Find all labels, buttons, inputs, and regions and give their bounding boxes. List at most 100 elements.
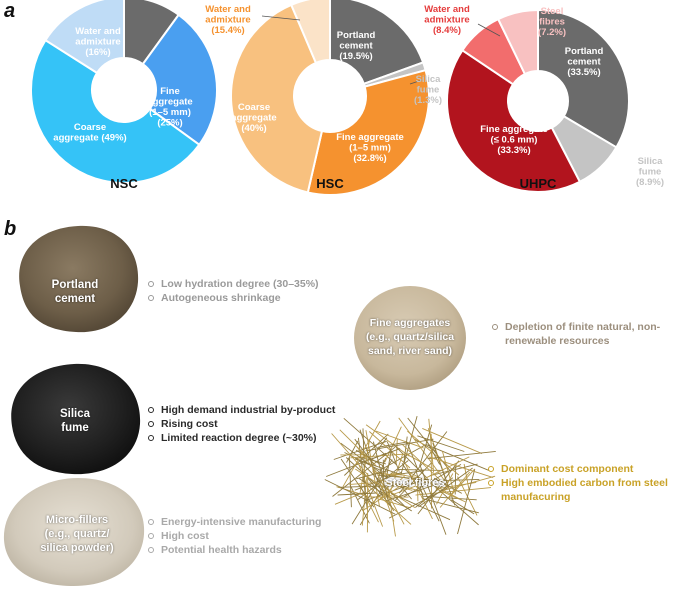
steel-fibre-strand [359,429,384,497]
label-micro-fillers: Micro-fillers (e.g., quartz/ silica powd… [40,514,114,554]
callout-line [409,79,423,85]
steel-fibre-strand [377,474,405,525]
slice-label-fine-aggregate: Fine aggregate(≤ 0.6 mm)(33.3%) [480,124,548,156]
silica-fume-pile [11,363,141,475]
chart-title-hsc: HSC [316,176,344,191]
slice-coarse-aggregate [230,3,324,194]
label-steel-fibres: Steel fibres [385,477,445,489]
bullets-silica-fume: High demand industrial by-product Rising… [148,403,348,445]
bullet-item: Rising cost [148,417,348,431]
steel-fibre-strand [368,431,411,469]
steel-fibre-strand [457,468,476,535]
steel-fibre-strand [343,417,397,466]
steel-fibre-strand [380,485,395,522]
slice-water-and-admixture [44,0,125,75]
steel-fibre-strand [390,492,451,521]
bullet-item: Limited reaction degree (~30%) [148,431,348,445]
steel-fibre-strand [372,441,389,499]
steel-fibre-strand [386,441,400,472]
steel-fibre-strand [402,444,450,490]
slice-coarse-aggregate [30,38,201,185]
callout-line [477,23,501,37]
steel-fibre-strand [351,459,393,525]
steel-fibre-strand [436,473,454,505]
slice-water-and-admixture [289,0,331,65]
steel-fibre-strand [365,424,410,457]
bullet-item: High embodied carbon from steel manufacu… [488,476,680,504]
steel-fibre-strand [451,499,475,515]
steel-fibre-strand [349,484,370,524]
bullet-item: Depletion of finite natural, non-renewab… [492,320,678,348]
steel-fibre-strand [396,480,412,500]
steel-fibres-tangle [324,415,496,537]
chart-title-nsc: NSC [110,176,138,191]
bullet-item: High cost [148,529,348,543]
steel-fibre-strand [406,442,419,470]
steel-fibre-strand [349,482,374,485]
label-silica-fume: Silica fume [59,408,91,434]
steel-fibre-strand [395,438,398,465]
steel-fibre-strand [394,462,433,502]
portland-cement-pile [19,225,139,333]
steel-fibre-strand [417,460,460,515]
bullet-item: Low hydration degree (30–35%) [148,277,338,291]
steel-fibre-strand [394,445,428,479]
bullets-fine-aggregates: Depletion of finite natural, non-renewab… [492,320,678,348]
steel-fibre-strand [424,438,441,465]
slice-portland-cement [537,8,630,149]
steel-fibre-strand [403,436,408,464]
steel-fibre-strand [405,464,433,520]
slice-label-fine-aggregate: Fine aggregate(1–5 mm)(32.8%) [336,132,404,164]
steel-fibre-strand [379,498,411,509]
bullet-item: Dominant cost component [488,462,680,476]
steel-fibre-strand [418,467,473,508]
micro-fillers-pile [3,478,145,586]
steel-fibre-strand [356,457,405,507]
steel-fibre-strand [356,446,378,474]
bullets-portland-cement: Low hydration degree (30–35%) Autogeneou… [148,277,338,305]
callout-line [261,15,301,21]
slice-fine-aggregate [141,13,218,147]
steel-fibre-strand [377,441,407,448]
steel-fibre-strand [427,450,496,460]
steel-fibre-strand [435,481,477,490]
steel-fibre-strand [365,438,434,452]
steel-fibre-strand [415,469,424,499]
steel-fibre-strand [386,451,392,477]
steel-fibre-strand [358,456,386,465]
steel-fibre-strand [337,492,377,496]
slice-fine-aggregate [446,48,582,193]
steel-fibre-strand [398,468,443,471]
panel-a-letter: a [4,0,16,22]
steel-fibre-strand [355,449,385,467]
steel-fibre-strand [378,475,405,501]
steel-fibre-strand [429,463,478,477]
panel-b-letter: b [4,218,17,240]
bullet-item: Autogeneous shrinkage [148,291,338,305]
steel-fibre-strand [428,456,494,479]
steel-fibre-strand [385,483,439,502]
steel-fibre-strand [407,454,434,470]
steel-fibre-strand [448,468,476,499]
steel-fibre-strand [362,480,409,512]
bullets-steel-fibres: Dominant cost component High embodied ca… [488,462,680,504]
bullet-item: Energy-intensive manufacturing [148,515,348,529]
slice-steel-fibres [496,8,539,76]
steel-fibre-strand [356,470,389,480]
steel-fibre-strand [354,438,374,465]
steel-fibre-strand [342,420,381,487]
steel-fibre-strand [419,464,447,535]
steel-fibre-strand [422,456,470,481]
